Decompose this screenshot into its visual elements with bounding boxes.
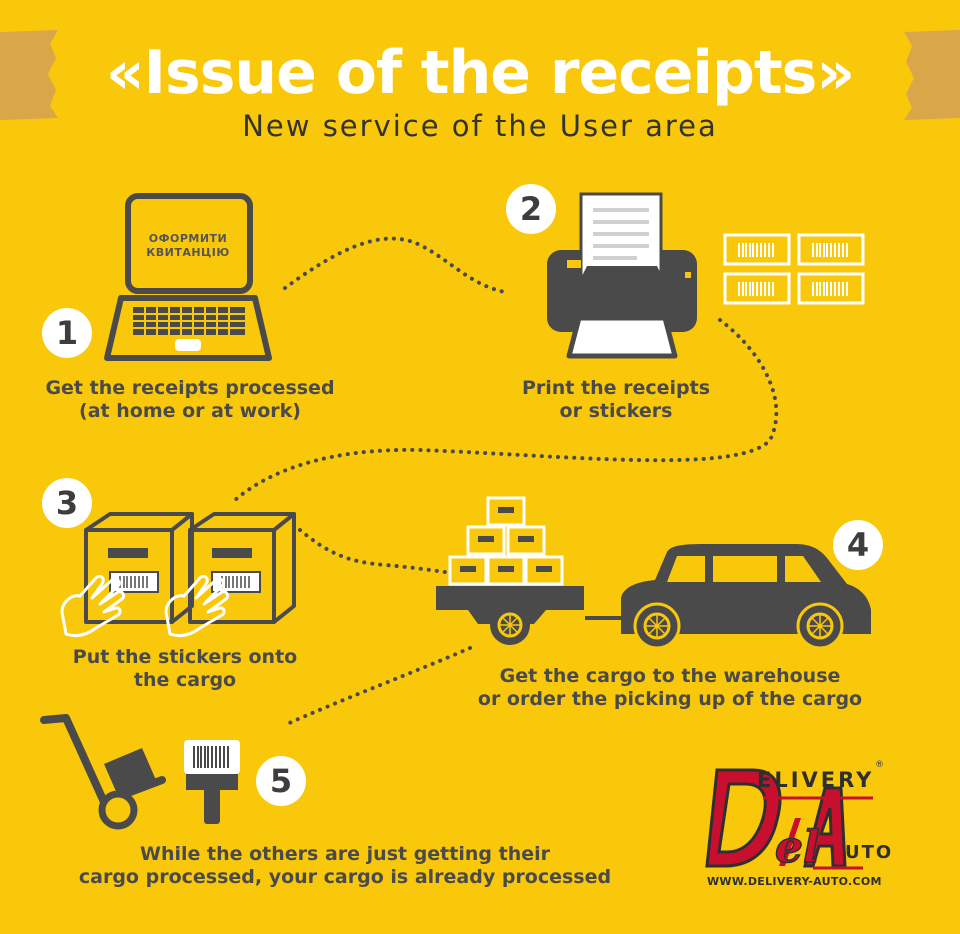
page-subtitle: New service of the User area (242, 109, 718, 143)
step-5-number: 5 (256, 756, 306, 806)
hand-icon (164, 574, 230, 638)
logo-url: WWW.DELIVERY-AUTO.COM (707, 875, 882, 888)
step-1-caption-line2: (at home or at work) (79, 400, 301, 422)
step-1-caption-line1: Get the receipts processed (45, 377, 335, 399)
printer-icon (547, 192, 697, 359)
tape-right (904, 30, 960, 120)
tape-left (0, 30, 58, 120)
step-4-number: 4 (833, 520, 883, 570)
step-4-caption: Get the cargo to the warehouse or order … (440, 665, 900, 711)
page-title: «Issue of the receipts» (105, 38, 855, 108)
hand-icon (60, 574, 126, 638)
screen-line-1: ОФОРМИТИ (148, 232, 228, 245)
trailer-icon (436, 496, 584, 645)
logo-auto-text: UTO (845, 842, 894, 863)
step-1-caption: Get the receipts processed (at home or a… (30, 377, 350, 423)
logo-mark: el (705, 768, 873, 872)
step-3-number: 3 (42, 478, 92, 528)
logo-delivery-text: ELIVERY (757, 768, 875, 792)
laptop-screen-text: ОФОРМИТИ КВИТАНЦІЮ (135, 232, 241, 260)
step-4-caption-line2: or order the picking up of the cargo (477, 688, 863, 710)
screen-line-2: КВИТАНЦІЮ (146, 246, 230, 259)
registered-mark: ® (875, 760, 884, 770)
laptop-icon (104, 193, 272, 361)
sticker-icon (723, 233, 865, 305)
hand-truck-icon (40, 714, 166, 830)
step-4-caption-line1: Get the cargo to the warehouse (499, 665, 841, 687)
step-3-caption-line1: Put the stickers onto (72, 646, 298, 668)
box-icon (84, 512, 296, 624)
barcode-scanner-icon (184, 740, 240, 824)
logo-icon: el ELIVERY ® UTO WWW.DELIVERY-AUTO.COM (705, 760, 891, 892)
step-3-caption: Put the stickers onto the cargo (45, 646, 325, 692)
step-5-caption-line1: While the others are just getting their (140, 843, 550, 865)
step-2-caption-line1: Print the receipts (521, 377, 711, 399)
step-2-caption: Print the receipts or stickers (476, 377, 756, 423)
step-5-caption: While the others are just getting their … (60, 843, 630, 889)
step-3-caption-line2: the cargo (133, 669, 237, 691)
step-1-number: 1 (42, 308, 92, 358)
step-5-caption-line2: cargo processed, your cargo is already p… (78, 866, 612, 888)
step-2-number: 2 (506, 184, 556, 234)
svg-text:el: el (775, 822, 820, 872)
step-2-caption-line2: or stickers (559, 400, 673, 422)
car-icon (585, 544, 871, 650)
